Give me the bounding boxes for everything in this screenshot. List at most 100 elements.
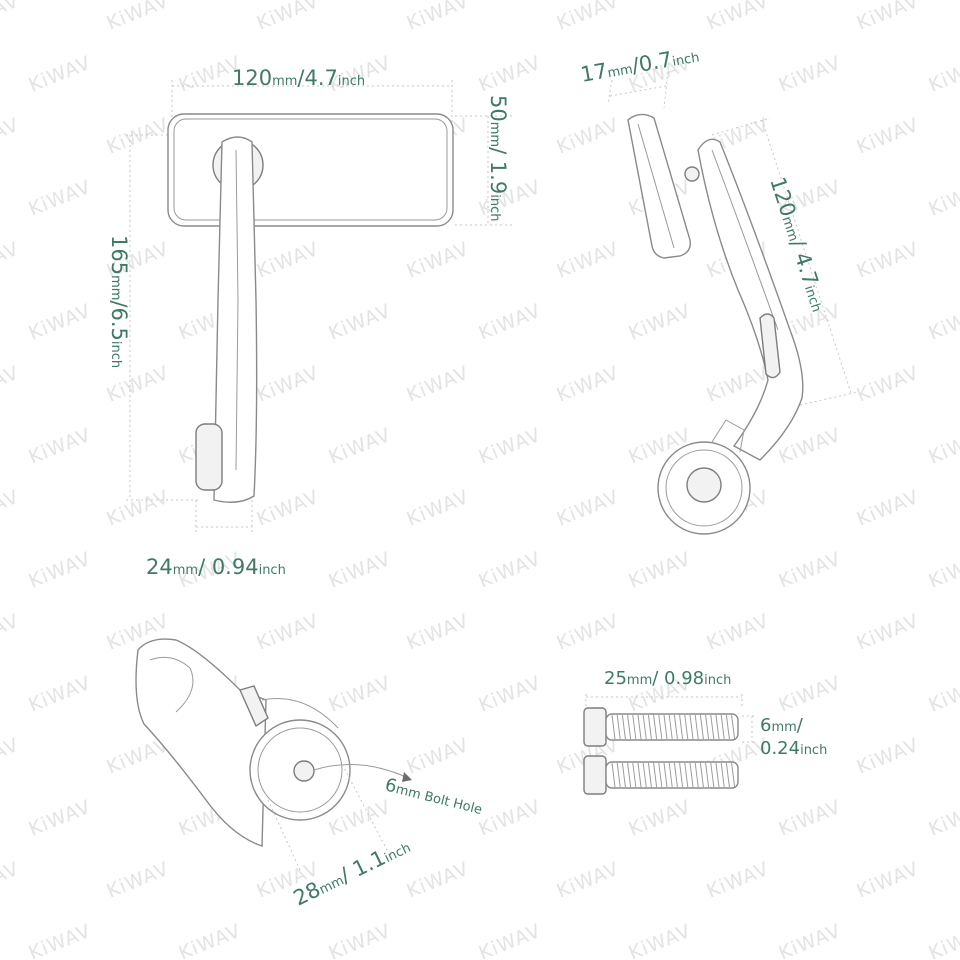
watermark-text: KiWAV (854, 734, 923, 779)
mirror-head-front (167, 113, 454, 227)
watermark-text: KiWAV (326, 424, 395, 469)
watermark-text: KiWAV (926, 424, 960, 469)
bar-end-cap (195, 423, 223, 491)
watermark-text: KiWAV (854, 858, 923, 903)
watermark-text: KiWAV (854, 238, 923, 283)
watermark-text: KiWAV (26, 920, 95, 960)
watermark-text: KiWAV (326, 300, 395, 345)
watermark-text: KiWAV (404, 0, 473, 35)
watermark-text: KiWAV (554, 610, 623, 655)
watermark-text: KiWAV (776, 672, 845, 717)
watermark-text: KiWAV (554, 362, 623, 407)
watermark-text: KiWAV (404, 734, 473, 779)
watermark-text: KiWAV (0, 858, 22, 903)
watermark-text: KiWAV (854, 610, 923, 655)
watermark-text: KiWAV (476, 424, 545, 469)
bolt-head (583, 707, 607, 747)
ball-joint (684, 166, 700, 182)
watermark-text: KiWAV (326, 920, 395, 960)
watermark-text: KiWAV (0, 486, 22, 531)
watermark-text: KiWAV (26, 300, 95, 345)
watermark-text: KiWAV (554, 114, 623, 159)
mirror-head-side (627, 113, 691, 259)
watermark-text: KiWAV (704, 0, 773, 35)
watermark-text: KiWAV (926, 672, 960, 717)
front-length-label: 165mm/6.5inch (107, 235, 131, 368)
watermark-text: KiWAV (254, 238, 323, 283)
watermark-text: KiWAV (926, 52, 960, 97)
bolts-view: 25mm/ 0.98inch 6mm/ 0.24inch (583, 668, 827, 795)
watermark-text: KiWAV (926, 796, 960, 841)
watermark-text: KiWAV (776, 796, 845, 841)
watermark-text: KiWAV (404, 486, 473, 531)
watermark-text: KiWAV (476, 300, 545, 345)
watermark-text: KiWAV (104, 486, 173, 531)
watermark-text: KiWAV (254, 0, 323, 35)
clamp-bore-side (686, 467, 722, 503)
watermark-text: KiWAV (926, 920, 960, 960)
watermark-text: KiWAV (26, 548, 95, 593)
watermark-text: KiWAV (176, 920, 245, 960)
bolt-diameter-mm-label: 6mm/ (760, 715, 804, 736)
watermark-text: KiWAV (854, 486, 923, 531)
watermark-text: KiWAV (404, 858, 473, 903)
watermark-text: KiWAV (326, 548, 395, 593)
watermark-text: KiWAV (404, 238, 473, 283)
watermark-text: KiWAV (776, 52, 845, 97)
watermark-text: KiWAV (0, 362, 22, 407)
bolt-hole-label: 6mmBolt Hole (383, 774, 485, 819)
side-view: 17mm/0.7inch 120mm/ 4.7inch (579, 47, 859, 535)
watermark-text: KiWAV (476, 672, 545, 717)
watermark-text: KiWAV (0, 0, 22, 35)
watermark-text: KiWAV (926, 300, 960, 345)
watermark-text: KiWAV (26, 176, 95, 221)
bolt-diameter-inch-label: 0.24inch (760, 738, 827, 759)
watermark-text: KiWAV (854, 0, 923, 35)
watermark-text: KiWAV (404, 610, 473, 655)
watermark-text: KiWAV (926, 176, 960, 221)
watermark-text: KiWAV (476, 548, 545, 593)
watermark-text: KiWAV (626, 796, 695, 841)
watermark-text: KiWAV (776, 548, 845, 593)
front-view: 120mm/4.7inch 50mm/ 1.9inch 165mm/6.5inc… (107, 66, 512, 579)
front-width-label: 120mm/4.7inch (232, 66, 365, 90)
front-base-label: 24mm/ 0.94inch (146, 555, 286, 579)
watermark-text: KiWAV (554, 858, 623, 903)
watermark-text: KiWAV (104, 0, 173, 35)
watermark-text: KiWAV (626, 300, 695, 345)
bolt-top (583, 707, 739, 747)
mirror-stem-front (213, 136, 258, 503)
watermark-text: KiWAV (704, 610, 773, 655)
watermark-text: KiWAV (326, 672, 395, 717)
watermark-text: KiWAV (104, 114, 173, 159)
watermark-text: KiWAV (554, 0, 623, 35)
watermark-text: KiWAV (0, 238, 22, 283)
watermark-text: KiWAV (254, 610, 323, 655)
watermark-text: KiWAV (26, 52, 95, 97)
watermark-text: KiWAV (104, 362, 173, 407)
watermark-text: KiWAV (704, 858, 773, 903)
watermark-text: KiWAV (626, 920, 695, 960)
watermark-text: KiWAV (926, 548, 960, 593)
watermark-text: KiWAV (0, 734, 22, 779)
watermark-text: KiWAV (0, 610, 22, 655)
watermark-text: KiWAV (26, 672, 95, 717)
watermark-text: KiWAV (104, 858, 173, 903)
bolt-bottom (583, 755, 739, 795)
watermark-text: KiWAV (476, 920, 545, 960)
front-height-label: 50mm/ 1.9inch (486, 95, 510, 221)
bolt-head (583, 755, 607, 795)
clamp-detail-view: 6mmBolt Hole 28mm/ 1.1inch (135, 638, 485, 910)
watermark-text: KiWAV (254, 486, 323, 531)
watermark-text: KiWAV (0, 114, 22, 159)
watermark-text: KiWAV (776, 920, 845, 960)
watermark-text: KiWAV (404, 362, 473, 407)
clamp-bore-detail (293, 760, 315, 782)
watermark-text: KiWAV (476, 796, 545, 841)
watermark-text: KiWAV (476, 52, 545, 97)
watermark-text: KiWAV (26, 424, 95, 469)
bolt-length-label: 25mm/ 0.98inch (604, 668, 731, 689)
mirror-arm-side (697, 138, 804, 461)
